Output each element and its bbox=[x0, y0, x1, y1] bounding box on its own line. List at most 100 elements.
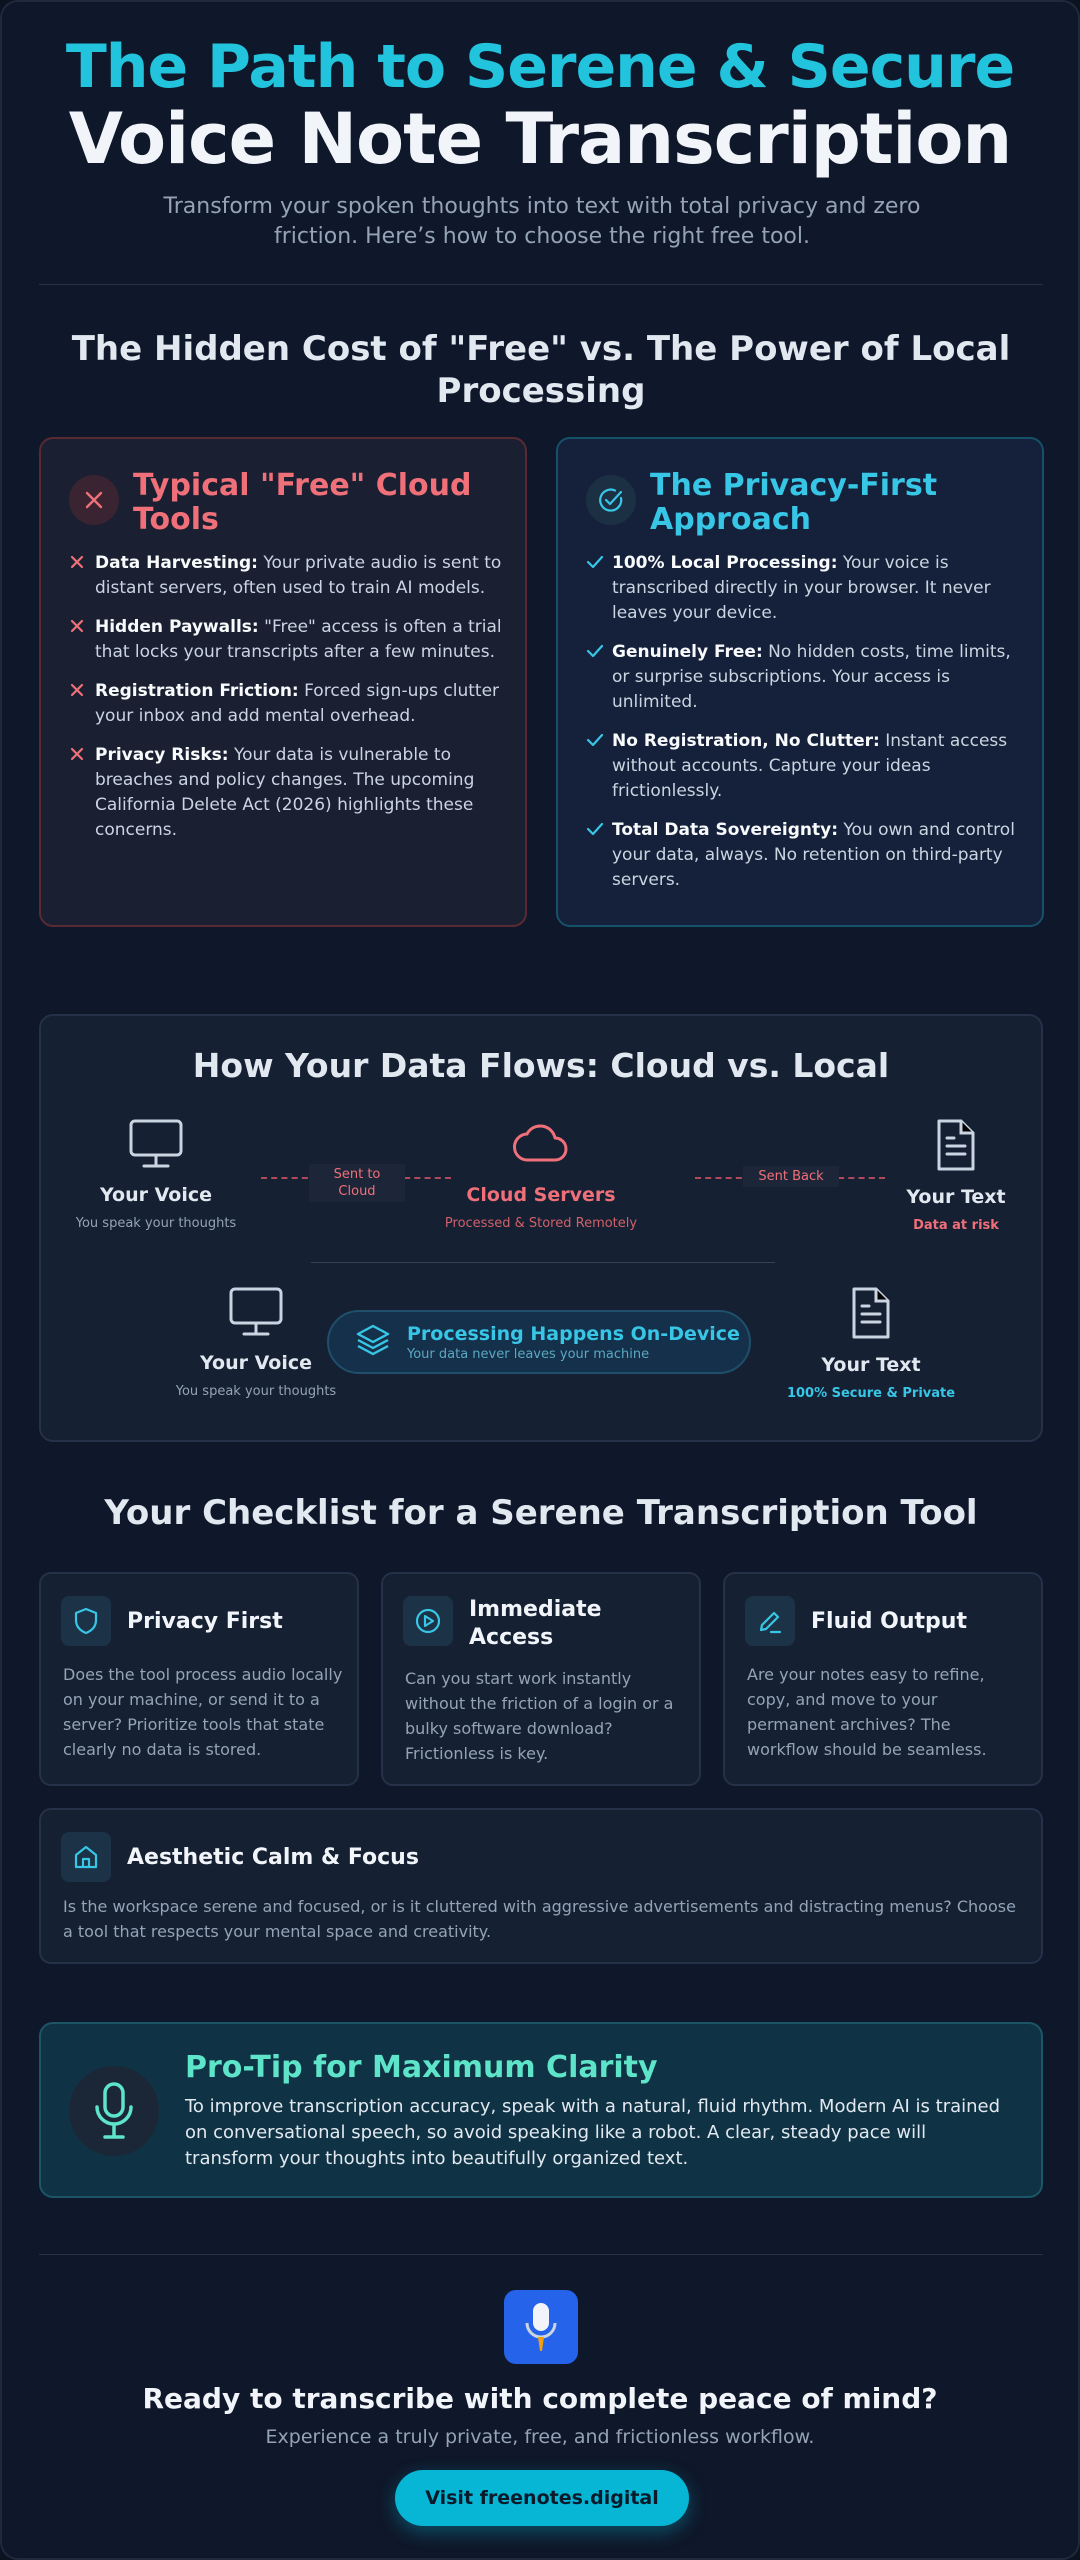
list-item: Hidden Paywalls: "Free" access is often … bbox=[69, 615, 509, 665]
node-desc: You speak your thoughts bbox=[75, 1216, 237, 1231]
shield-icon bbox=[61, 1596, 111, 1646]
list-item: Total Data Sovereignty: You own and cont… bbox=[586, 818, 1026, 893]
item-text: "Free" access is often a trial that lock… bbox=[95, 617, 502, 662]
checklist-card-immediate-access: Immediate Access Can you start work inst… bbox=[381, 1572, 701, 1786]
checklist-card-fluid-output: Fluid Output Are your notes easy to refi… bbox=[723, 1572, 1043, 1786]
item-label: Total Data Sovereignty: bbox=[612, 820, 839, 840]
check-icon bbox=[586, 820, 612, 893]
item-label: Data Harvesting: bbox=[95, 553, 258, 573]
x-icon bbox=[69, 681, 95, 729]
check-icon bbox=[586, 731, 612, 804]
divider bbox=[39, 284, 1043, 285]
checklist-text: Is the workspace serene and focused, or … bbox=[63, 1897, 1016, 1941]
x-icon bbox=[69, 475, 119, 525]
cloud-risk-list: Data Harvesting: Your private audio is s… bbox=[69, 551, 509, 857]
item-text: Your data is vulnerable to breaches and … bbox=[95, 745, 475, 840]
item-text: Your voice is transcribed directly in yo… bbox=[612, 553, 991, 623]
item-label: No Registration, No Clutter: bbox=[612, 731, 880, 751]
local-row-text-node: Your Text 100% Secure & Private bbox=[771, 1286, 971, 1401]
layers-icon bbox=[355, 1322, 391, 1362]
cta-subtitle: Experience a truly private, free, and fr… bbox=[265, 2426, 815, 2448]
checklist-card-privacy-first: Privacy First Does the tool process audi… bbox=[39, 1572, 359, 1786]
divider bbox=[39, 2254, 1043, 2255]
pro-tip-title: Pro-Tip for Maximum Clarity bbox=[185, 2050, 658, 2085]
pill-subtitle: Your data never leaves your machine bbox=[407, 1346, 650, 1362]
on-device-processing-pill: Processing Happens On-Device Your data n… bbox=[327, 1310, 751, 1374]
check-icon bbox=[586, 553, 612, 626]
node-name: Your Text bbox=[906, 1186, 1006, 1208]
check-icon bbox=[586, 642, 612, 715]
cta-title: Ready to transcribe with complete peace … bbox=[142, 2382, 938, 2415]
node-desc: 100% Secure & Private bbox=[786, 1386, 956, 1401]
pro-tip-panel: Pro-Tip for Maximum Clarity To improve t… bbox=[39, 2022, 1043, 2198]
item-label: 100% Local Processing: bbox=[612, 553, 838, 573]
checklist-heading: Your Checklist for a Serene Transcriptio… bbox=[104, 1493, 978, 1533]
privacy-first-title: The Privacy-First Approach bbox=[650, 468, 938, 537]
data-flow-panel: How Your Data Flows: Cloud vs. Local You… bbox=[39, 1014, 1043, 1442]
item-text: Your private audio is sent to distant se… bbox=[95, 553, 502, 598]
document-icon bbox=[771, 1286, 971, 1344]
node-name: Your Text bbox=[821, 1354, 921, 1376]
cloud-tools-title: Typical "Free" Cloud Tools bbox=[133, 468, 472, 537]
item-text: You own and control your data, always. N… bbox=[612, 820, 1015, 890]
item-label: Genuinely Free: bbox=[612, 642, 763, 662]
privacy-benefit-list: 100% Local Processing: Your voice is tra… bbox=[586, 551, 1026, 907]
checklist-text: Does the tool process audio locally on y… bbox=[63, 1665, 343, 1759]
play-circle-icon bbox=[403, 1596, 453, 1646]
document-icon bbox=[881, 1118, 1031, 1176]
list-item: 100% Local Processing: Your voice is tra… bbox=[586, 551, 1026, 626]
arrow-label-sent-to-cloud: Sent to Cloud bbox=[309, 1164, 405, 1202]
node-name: Your Voice bbox=[100, 1184, 212, 1206]
pill-title: Processing Happens On-Device bbox=[407, 1322, 740, 1345]
visit-site-button[interactable]: Visit freenotes.digital bbox=[395, 2470, 689, 2526]
cloud-servers-node: Cloud Servers Processed & Stored Remotel… bbox=[441, 1118, 641, 1231]
home-icon bbox=[61, 1832, 111, 1882]
cloud-row-voice-node: Your Voice You speak your thoughts bbox=[61, 1118, 251, 1231]
hero-subtitle: Transform your spoken thoughts into text… bbox=[163, 194, 921, 249]
monitor-icon bbox=[151, 1286, 361, 1342]
cloud-tools-card: Typical "Free" Cloud Tools Data Harvesti… bbox=[39, 437, 527, 927]
node-name: Your Voice bbox=[200, 1352, 312, 1374]
monitor-icon bbox=[61, 1118, 251, 1174]
hero-title-main: Voice Note Transcription bbox=[68, 98, 1013, 180]
item-text: No hidden costs, time limits, or surpris… bbox=[612, 642, 1011, 712]
pen-icon bbox=[745, 1596, 795, 1646]
x-icon bbox=[69, 617, 95, 665]
pro-tip-text: To improve transcription accuracy, speak… bbox=[185, 2096, 1001, 2169]
item-label: Registration Friction: bbox=[95, 681, 299, 701]
node-desc: You speak your thoughts bbox=[175, 1384, 337, 1399]
x-icon bbox=[69, 553, 95, 601]
node-name: Cloud Servers bbox=[466, 1184, 616, 1206]
comparison-heading: The Hidden Cost of "Free" vs. The Power … bbox=[71, 329, 1011, 411]
list-item: No Registration, No Clutter: Instant acc… bbox=[586, 729, 1026, 804]
checklist-card-aesthetic-calm: Aesthetic Calm & Focus Is the workspace … bbox=[39, 1808, 1043, 1964]
arrow-label-sent-back: Sent Back bbox=[743, 1166, 839, 1187]
item-label: Privacy Risks: bbox=[95, 745, 229, 765]
checklist-title: Fluid Output bbox=[811, 1609, 967, 1634]
cloud-icon bbox=[441, 1118, 641, 1174]
cloud-row-text-node: Your Text Data at risk bbox=[881, 1118, 1031, 1233]
checklist-title: Privacy First bbox=[127, 1609, 283, 1634]
list-item: Genuinely Free: No hidden costs, time li… bbox=[586, 640, 1026, 715]
list-item: Privacy Risks: Your data is vulnerable t… bbox=[69, 743, 509, 843]
app-logo-microphone-icon bbox=[504, 2290, 578, 2364]
checklist-text: Are your notes easy to refine, copy, and… bbox=[747, 1665, 987, 1759]
hero-title-top: The Path to Serene & Secure bbox=[65, 32, 1015, 102]
item-label: Hidden Paywalls: bbox=[95, 617, 259, 637]
check-circle-icon bbox=[586, 475, 636, 525]
checklist-title: Immediate Access bbox=[469, 1597, 602, 1650]
list-item: Registration Friction: Forced sign-ups c… bbox=[69, 679, 509, 729]
node-desc: Processed & Stored Remotely bbox=[444, 1216, 638, 1231]
list-item: Data Harvesting: Your private audio is s… bbox=[69, 551, 509, 601]
local-row-voice-node: Your Voice You speak your thoughts bbox=[151, 1286, 361, 1399]
item-text: Forced sign-ups clutter your inbox and a… bbox=[95, 681, 500, 726]
data-flow-title: How Your Data Flows: Cloud vs. Local bbox=[192, 1046, 890, 1085]
item-text: Instant access without accounts. Capture… bbox=[612, 731, 1008, 801]
row-separator bbox=[311, 1262, 775, 1263]
privacy-first-card: The Privacy-First Approach 100% Local Pr… bbox=[556, 437, 1044, 927]
x-icon bbox=[69, 745, 95, 843]
node-desc: Data at risk bbox=[913, 1218, 999, 1233]
microphone-icon bbox=[69, 2066, 159, 2156]
checklist-title: Aesthetic Calm & Focus bbox=[127, 1845, 419, 1870]
